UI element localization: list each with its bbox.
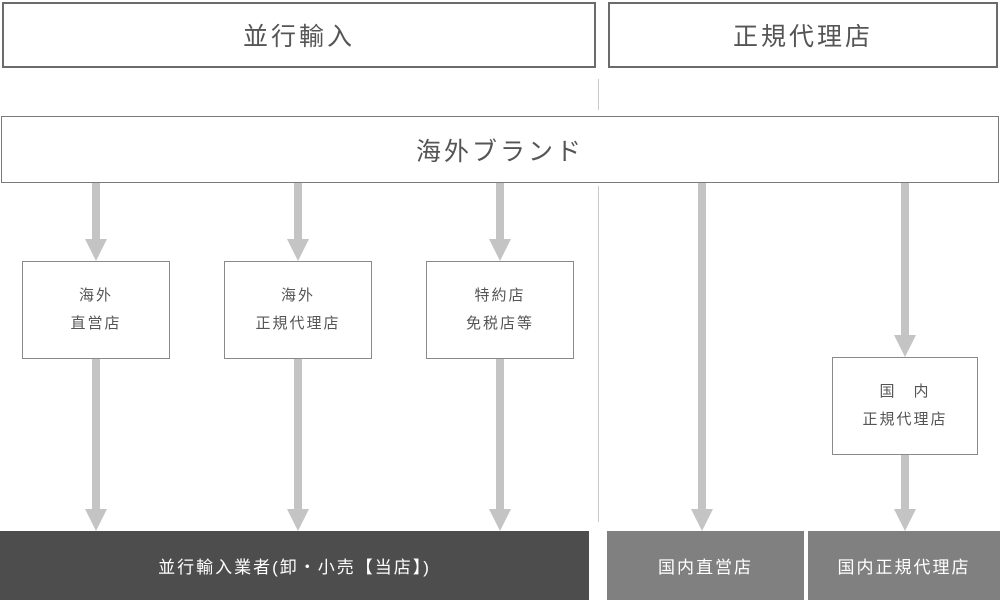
box-domestic-official-agency: 国 内 正規代理店 [832,357,978,455]
bar-domestic-official-agency: 国内正規代理店 [808,531,1000,600]
box-dealer-dutyfree-shop: 特約店 免税店等 [426,261,574,359]
arrow-dealer-dutyfree-to-importer [489,359,511,531]
header-parallel-import: 並行輸入 [2,2,596,68]
arrow-brand-to-domestic-agency-box [894,183,916,357]
box-overseas-direct-store-line1: 海外 [78,286,113,304]
box-dealer-dutyfree-shop-line1: 特約店 [474,286,526,304]
box-domestic-official-agency-line1: 国 内 [879,382,931,400]
box-dealer-dutyfree-shop-line2: 免税店等 [465,315,534,332]
bar-domestic-direct-store-label: 国内直営店 [658,558,753,577]
box-overseas-official-agency-line2: 正規代理店 [255,315,341,332]
arrow-overseas-direct-to-importer [85,359,107,531]
channel-divider-top [598,79,599,110]
box-overseas-direct-store: 海外 直営店 [22,261,170,359]
header-official-distributor-label: 正規代理店 [732,23,873,51]
bar-domestic-direct-store: 国内直営店 [607,531,804,600]
overseas-brand-label: 海外ブランド [415,137,584,166]
arrow-overseas-agency-to-importer [287,359,309,531]
arrow-brand-to-domestic-direct [691,183,713,531]
arrow-brand-to-dealer-dutyfree [489,183,511,261]
box-overseas-official-agency-line1: 海外 [280,286,315,304]
arrow-domestic-agency-to-bottom [894,455,916,531]
arrow-brand-to-overseas-direct [85,183,107,261]
header-official-distributor: 正規代理店 [608,2,998,68]
bar-parallel-importer-label: 並行輸入業者(卸・小売【当店】) [158,558,431,577]
arrow-brand-to-overseas-agency [287,183,309,261]
header-parallel-import-label: 並行輸入 [242,23,355,51]
box-domestic-official-agency-line2: 正規代理店 [862,411,948,428]
box-overseas-official-agency: 海外 正規代理店 [224,261,372,359]
overseas-brand-box: 海外ブランド [1,116,999,183]
bar-domestic-official-agency-label: 国内正規代理店 [837,558,971,577]
channel-divider-bottom [598,186,599,522]
box-overseas-direct-store-line2: 直営店 [70,315,122,332]
bar-parallel-importer: 並行輸入業者(卸・小売【当店】) [0,531,589,600]
